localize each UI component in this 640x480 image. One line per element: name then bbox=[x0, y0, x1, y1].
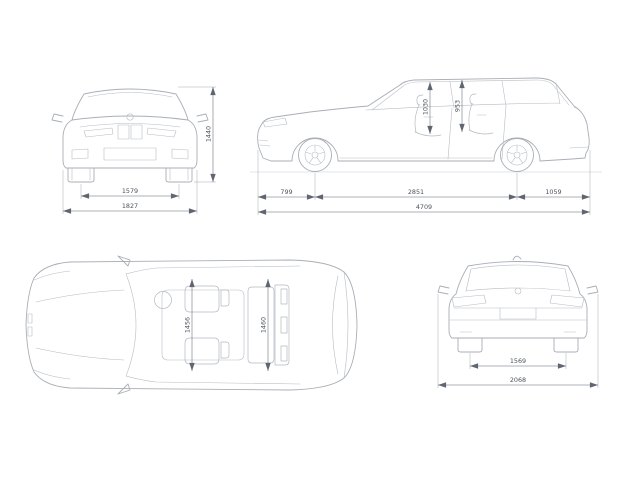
top-view-outline bbox=[25, 255, 358, 395]
side-rear-wheel-hub bbox=[513, 151, 521, 159]
side-front-wheel bbox=[298, 138, 332, 172]
side-front-seat bbox=[414, 94, 442, 137]
side-view: 1030 953 799 2851 1059 4709 bbox=[250, 77, 602, 215]
top-rear-interior-width-label: 1460 bbox=[260, 317, 268, 333]
side-front-wheel-hub bbox=[311, 151, 319, 159]
top-front-seats bbox=[184, 285, 230, 365]
side-front-headroom-label: 1030 bbox=[422, 99, 430, 115]
top-front-interior-width-label: 1456 bbox=[184, 317, 192, 333]
side-view-outline bbox=[257, 77, 590, 162]
side-rear-headroom-label: 953 bbox=[454, 100, 462, 112]
top-view: 1456 1460 bbox=[25, 255, 358, 395]
rear-roundel-icon bbox=[514, 287, 522, 295]
side-front-wheel-spokes bbox=[305, 145, 325, 164]
front-view-outline bbox=[51, 88, 209, 183]
side-view-details bbox=[258, 79, 589, 160]
rear-view-outline bbox=[437, 255, 599, 353]
rear-width-label: 2068 bbox=[510, 376, 526, 384]
front-track-label: 1579 bbox=[122, 187, 138, 195]
rear-view-details bbox=[449, 264, 587, 333]
top-view-details bbox=[27, 265, 349, 385]
side-wheelbase-label: 2851 bbox=[408, 188, 424, 196]
side-rear-wheel bbox=[500, 138, 534, 172]
rear-view: 1569 2068 bbox=[437, 255, 599, 388]
rear-track-label: 1569 bbox=[510, 357, 526, 365]
side-front-overhang-label: 799 bbox=[280, 188, 292, 196]
side-rear-wheel-spokes bbox=[507, 145, 527, 164]
front-roundel-icon bbox=[126, 113, 134, 121]
side-rear-overhang-label: 1059 bbox=[545, 188, 561, 196]
front-width-label: 1827 bbox=[122, 202, 138, 210]
front-view-details bbox=[71, 92, 189, 181]
top-steering-wheel bbox=[154, 291, 172, 309]
top-rear-bench bbox=[247, 284, 290, 366]
front-height-label: 1440 bbox=[205, 126, 213, 142]
side-length-label: 4709 bbox=[416, 203, 432, 211]
side-rear-seat bbox=[468, 93, 494, 135]
front-view: 1579 1827 1440 bbox=[51, 86, 216, 214]
